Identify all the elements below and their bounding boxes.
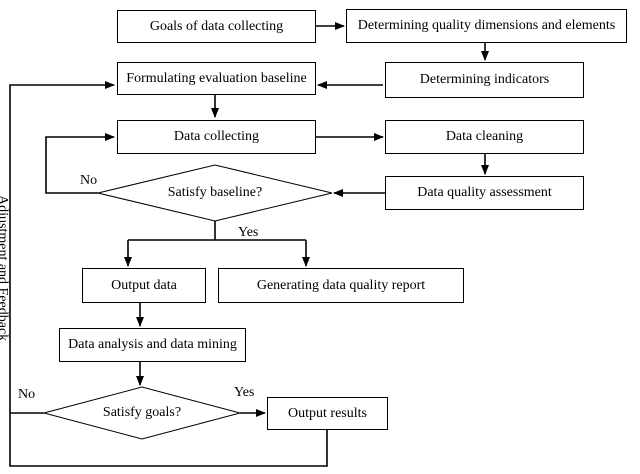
- data-collecting-label: Data collecting: [173, 129, 260, 144]
- no-baseline-label: No: [80, 173, 98, 188]
- analysis-mining-box: Data analysis and data mining: [59, 328, 246, 362]
- output-results-label: Output results: [288, 405, 367, 421]
- quality-assessment-label: Data quality assessment: [417, 185, 552, 200]
- analysis-mining-label: Data analysis and data mining: [68, 337, 237, 352]
- output-data-label: Output data: [111, 277, 177, 293]
- yes-baseline-label: Yes: [238, 225, 259, 240]
- evaluation-baseline-box: Formulating evaluation baseline: [117, 62, 316, 95]
- arrow-no-loop-to-collecting: [45, 133, 115, 194]
- indicators-box: Determining indicators: [385, 62, 584, 98]
- quality-dimensions-label: Determining quality dimensions and eleme…: [357, 18, 616, 33]
- evaluation-baseline-label: Formulating evaluation baseline: [126, 70, 307, 86]
- goals-label: Goals of data collecting: [149, 18, 284, 34]
- data-collecting-box: Data collecting: [117, 120, 316, 154]
- quality-dimensions-box: Determining quality dimensions and eleme…: [346, 9, 627, 43]
- quality-report-box: Generating data quality report: [218, 268, 464, 303]
- data-cleaning-box: Data cleaning: [385, 120, 584, 154]
- goals-box: Goals of data collecting: [117, 10, 316, 43]
- data-cleaning-label: Data cleaning: [445, 129, 524, 144]
- output-results-box: Output results: [267, 397, 388, 430]
- adjustment-feedback-label: Adjustment and Feedback: [0, 195, 10, 342]
- indicators-label: Determining indicators: [419, 72, 550, 87]
- arrow-feedback-to-baseline: [9, 81, 328, 467]
- no-goals-label: No: [18, 387, 36, 402]
- quality-assessment-box: Data quality assessment: [385, 176, 584, 210]
- output-data-box: Output data: [82, 268, 206, 303]
- satisfy-baseline-label: Satisfy baseline?: [167, 185, 263, 200]
- satisfy-baseline-diamond: [97, 164, 333, 222]
- quality-report-label: Generating data quality report: [256, 277, 426, 293]
- yes-goals-label: Yes: [234, 385, 255, 400]
- satisfy-goals-label: Satisfy goals?: [102, 405, 182, 420]
